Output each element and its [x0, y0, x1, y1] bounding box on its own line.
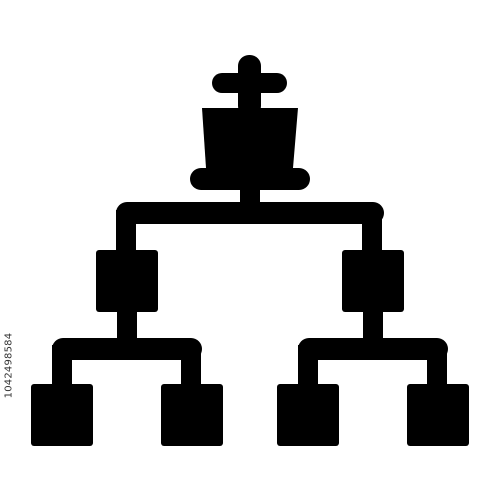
crown-base	[190, 168, 310, 190]
leaf-node-2	[161, 384, 223, 446]
stock-id-text: 1042498584	[3, 332, 15, 398]
connector-level1-right	[362, 210, 382, 255]
leaf-node-3	[277, 384, 339, 446]
connector-left-leaf-a	[52, 345, 72, 390]
connector-left-horizontal	[52, 338, 202, 360]
node-level1-left	[96, 250, 158, 312]
connector-left-leaf-b	[181, 345, 201, 390]
crown-cup	[202, 108, 298, 168]
connector-level1-horizontal	[116, 202, 384, 224]
connector-right-leaf-a	[298, 345, 318, 390]
crown-cross-horizontal	[212, 73, 287, 93]
leaf-node-1	[31, 384, 93, 446]
connector-right-horizontal	[298, 338, 448, 360]
leaf-node-4	[407, 384, 469, 446]
connector-level1-left	[116, 210, 136, 255]
stock-id-label: 1042498584	[2, 250, 16, 480]
connector-right-leaf-b	[427, 345, 447, 390]
node-level1-right	[342, 250, 404, 312]
